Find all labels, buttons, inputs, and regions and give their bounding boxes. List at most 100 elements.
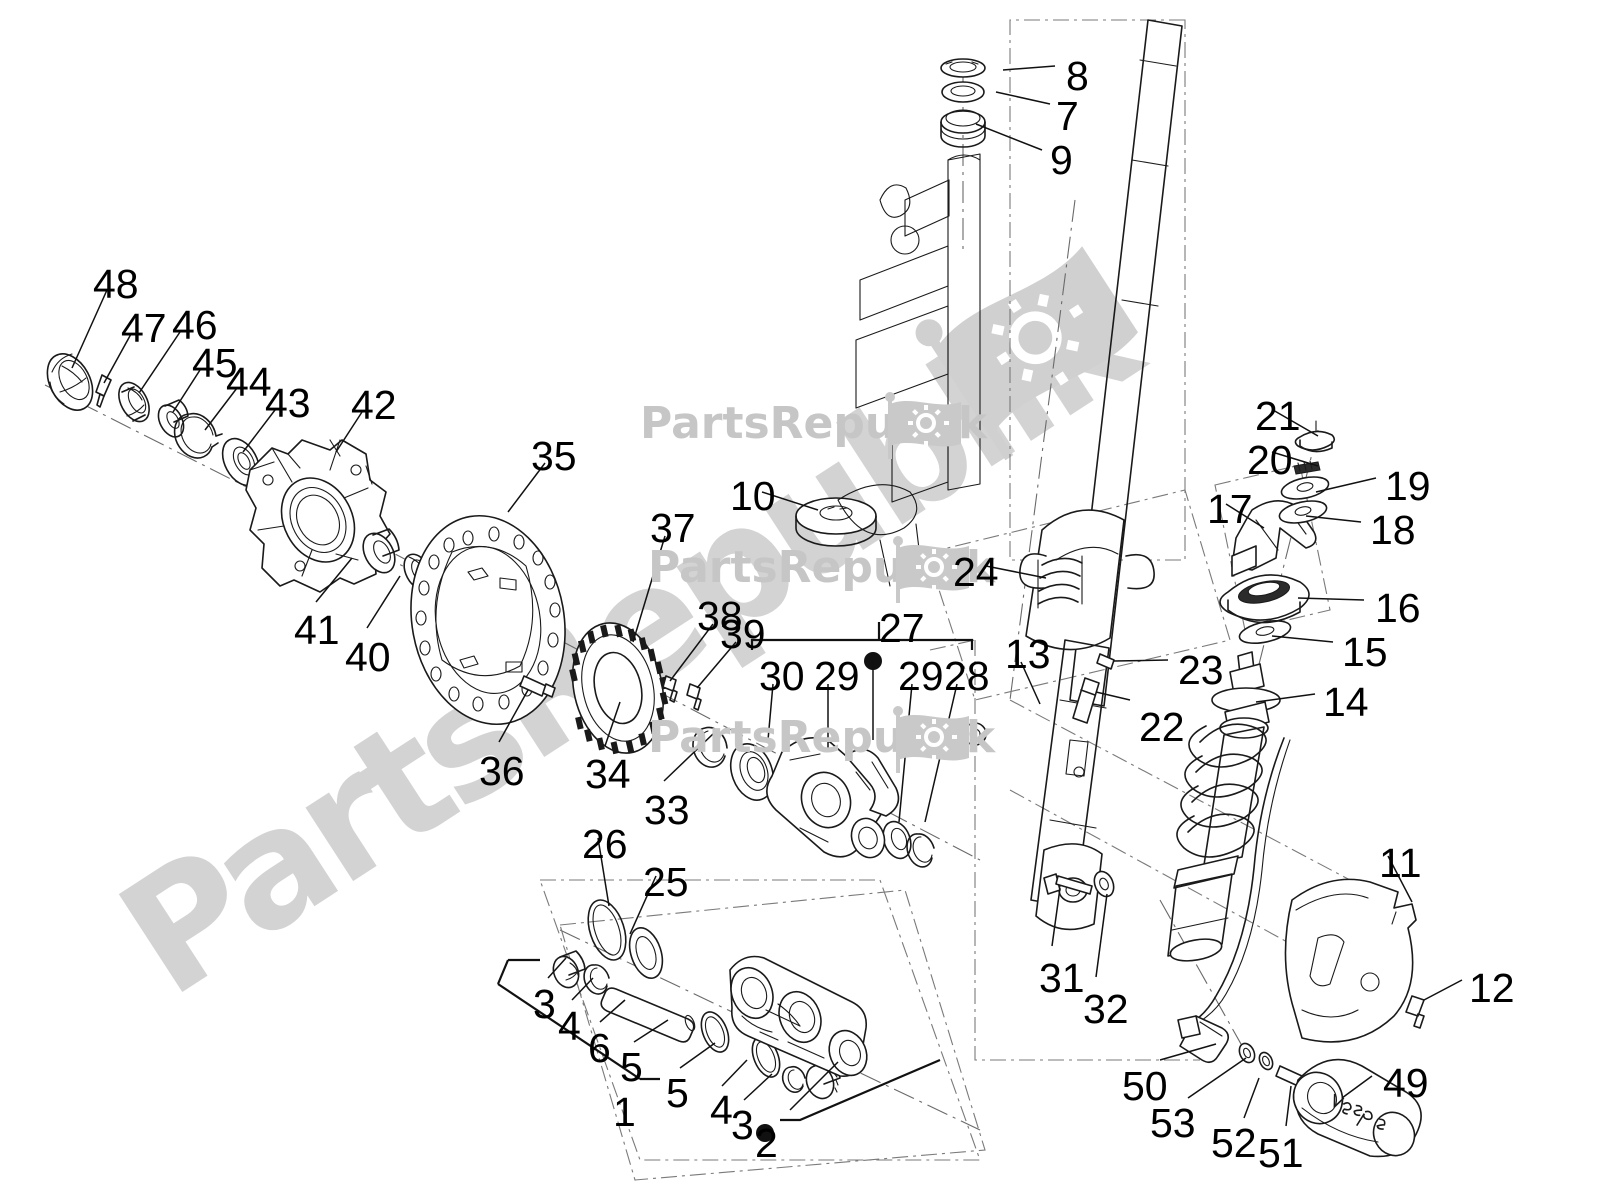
part-21-nut	[1294, 420, 1336, 453]
callout-21[interactable]: 21	[1255, 393, 1301, 439]
callout-53[interactable]: 53	[1150, 1100, 1196, 1146]
callout-37[interactable]: 37	[650, 505, 696, 551]
callout-12[interactable]: 12	[1469, 965, 1515, 1011]
part-48-oil-seal	[46, 353, 94, 411]
callout-16[interactable]: 16	[1375, 585, 1421, 631]
callout-41[interactable]: 41	[294, 607, 340, 653]
part-49-vespa-cover	[1292, 1058, 1422, 1158]
part-31-bolt	[1043, 873, 1093, 895]
part-36-screw	[519, 675, 556, 698]
callout-1[interactable]: 1	[613, 1089, 636, 1135]
part-10-thrust-washer	[795, 497, 877, 547]
brake-hose	[1189, 737, 1291, 1025]
callout-3b[interactable]: 3	[731, 1102, 754, 1148]
callout-48[interactable]: 48	[93, 261, 139, 307]
group-boxes	[539, 19, 1351, 1181]
part-34-abs-tone-ring	[569, 622, 669, 755]
callout-28[interactable]: 28	[944, 653, 990, 699]
callout-19[interactable]: 19	[1385, 463, 1431, 509]
callout-20[interactable]: 20	[1247, 437, 1293, 483]
part-5-washer-left	[700, 1011, 730, 1053]
callout-52[interactable]: 52	[1211, 1120, 1257, 1166]
callout-6[interactable]: 6	[588, 1025, 611, 1071]
callout-35[interactable]: 35	[531, 433, 577, 479]
callout-46[interactable]: 46	[172, 302, 218, 348]
callout-32[interactable]: 32	[1083, 986, 1129, 1032]
callout-18[interactable]: 18	[1370, 507, 1416, 553]
part-19-washer	[1280, 476, 1330, 500]
callout-40[interactable]: 40	[345, 634, 391, 680]
part-16-bearing-race	[1219, 574, 1310, 624]
part-8-ring-nut	[940, 58, 986, 78]
callout-3[interactable]: 3	[533, 981, 556, 1027]
part-32-washer	[1093, 870, 1115, 898]
callout-15[interactable]: 15	[1342, 629, 1388, 675]
callout-31[interactable]: 31	[1039, 955, 1085, 1001]
callout-50[interactable]: 50	[1122, 1063, 1168, 1109]
callout-22[interactable]: 22	[1139, 704, 1185, 750]
part-33-circlip	[692, 726, 728, 768]
callout-34[interactable]: 34	[585, 751, 631, 797]
callout-29[interactable]: 29	[814, 653, 860, 699]
callout-47[interactable]: 47	[121, 305, 167, 351]
part-47-screw	[95, 374, 112, 408]
callout-39[interactable]: 39	[720, 611, 766, 657]
part-2-assembly	[729, 955, 868, 1078]
callout-5[interactable]: 5	[620, 1044, 643, 1090]
part-45-bush	[157, 399, 189, 438]
callout-7[interactable]: 7	[1056, 93, 1079, 139]
callout-4b[interactable]: 4	[710, 1087, 733, 1133]
callout-43[interactable]: 43	[265, 380, 311, 426]
callout-24[interactable]: 24	[953, 549, 999, 595]
callout-8[interactable]: 8	[1066, 53, 1089, 99]
part-52-washer	[1258, 1051, 1274, 1071]
callout-13[interactable]: 13	[1005, 631, 1051, 677]
callout-17[interactable]: 17	[1207, 486, 1253, 532]
part-44-circlip	[173, 412, 223, 459]
callout-11[interactable]: 11	[1379, 840, 1422, 886]
callout-44[interactable]: 44	[226, 359, 272, 405]
callout-29b[interactable]: 29	[898, 653, 944, 699]
part-4-circlip-right	[781, 1065, 806, 1093]
callout-51[interactable]: 51	[1258, 1130, 1304, 1176]
callout-25[interactable]: 25	[643, 859, 689, 905]
callout-33[interactable]: 33	[644, 787, 690, 833]
part-13-fork-leg	[1019, 19, 1183, 931]
part-46-bearing	[118, 381, 150, 423]
marker-dot-2	[756, 1124, 774, 1142]
part-42-wheel-hub	[245, 439, 391, 593]
callout-9[interactable]: 9	[1050, 137, 1073, 183]
callout-36[interactable]: 36	[479, 748, 525, 794]
callout-42[interactable]: 42	[351, 382, 397, 428]
part-50-hose-fitting	[1177, 1015, 1230, 1064]
callout-49[interactable]: 49	[1383, 1060, 1429, 1106]
callout-45[interactable]: 45	[192, 340, 238, 386]
part-53-washer	[1238, 1042, 1256, 1064]
construction-axes	[44, 70, 1319, 1131]
callout-30[interactable]: 30	[759, 653, 805, 699]
group-bracket-1	[496, 958, 941, 1122]
callout-4[interactable]: 4	[558, 1003, 581, 1049]
caliper-bracket	[766, 736, 900, 859]
callout-2[interactable]: 2	[755, 1120, 778, 1166]
part-41-spacer	[362, 528, 400, 574]
part-6-axle-pin	[600, 987, 696, 1043]
part-4-circlip-left	[583, 964, 610, 995]
part-28-circlip	[906, 833, 935, 868]
part-39-screw	[686, 683, 702, 711]
callout-38[interactable]: 38	[697, 593, 743, 639]
callout-23[interactable]: 23	[1178, 647, 1224, 693]
part-15-washer	[1238, 620, 1292, 644]
callout-27[interactable]: 27	[879, 605, 925, 651]
part-23-pin	[1096, 653, 1115, 670]
part-11-fork-cover	[1284, 878, 1417, 1043]
group-bracket-27	[750, 622, 974, 740]
callout-14[interactable]: 14	[1323, 679, 1369, 725]
part-25-washer	[628, 927, 664, 979]
callout-5b[interactable]: 5	[666, 1070, 689, 1116]
steering-tube-assembly	[837, 153, 981, 587]
callout-26[interactable]: 26	[582, 821, 628, 867]
callout-10[interactable]: 10	[730, 473, 776, 519]
